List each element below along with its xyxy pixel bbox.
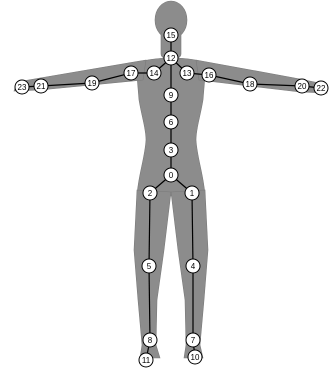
joint-15: 15 — [164, 28, 178, 42]
joint-16: 16 — [202, 68, 216, 82]
joint-20: 20 — [295, 79, 309, 93]
joint-label-11: 11 — [142, 356, 151, 365]
joint-1: 1 — [185, 186, 199, 200]
joint-label-9: 9 — [169, 91, 174, 100]
joint-2: 2 — [143, 186, 157, 200]
joint-10: 10 — [188, 350, 202, 364]
joint-13: 13 — [180, 66, 194, 80]
joint-label-5: 5 — [147, 262, 152, 271]
joint-6: 6 — [164, 115, 178, 129]
joint-label-4: 4 — [191, 262, 196, 271]
joint-7: 7 — [186, 333, 200, 347]
joint-label-12: 12 — [167, 54, 176, 63]
joint-19: 19 — [85, 76, 99, 90]
joint-8: 8 — [143, 333, 157, 347]
joint-label-22: 22 — [317, 84, 326, 93]
joint-label-23: 23 — [18, 83, 27, 92]
joint-14: 14 — [147, 66, 161, 80]
joint-label-1: 1 — [190, 189, 195, 198]
joint-label-13: 13 — [183, 69, 192, 78]
joint-21: 21 — [34, 79, 48, 93]
joint-0: 0 — [164, 168, 178, 182]
joint-label-15: 15 — [167, 31, 176, 40]
joint-18: 18 — [243, 77, 257, 91]
joint-17: 17 — [124, 66, 138, 80]
joint-11: 11 — [139, 353, 153, 367]
joint-22: 22 — [314, 81, 328, 95]
joint-label-0: 0 — [169, 171, 174, 180]
joint-9: 9 — [164, 88, 178, 102]
joint-12: 12 — [164, 51, 178, 65]
left-side-leg-shape — [134, 190, 171, 358]
joint-label-16: 16 — [205, 71, 214, 80]
joint-label-6: 6 — [169, 118, 174, 127]
joint-label-19: 19 — [88, 79, 97, 88]
joint-label-3: 3 — [169, 146, 174, 155]
joint-23: 23 — [15, 80, 29, 94]
joint-label-10: 10 — [191, 353, 200, 362]
joint-label-8: 8 — [148, 336, 153, 345]
joint-label-17: 17 — [127, 69, 136, 78]
joint-label-18: 18 — [246, 80, 255, 89]
joint-5: 5 — [142, 259, 156, 273]
joint-3: 3 — [164, 143, 178, 157]
joint-label-2: 2 — [148, 189, 153, 198]
joint-label-20: 20 — [298, 82, 307, 91]
joint-label-14: 14 — [150, 69, 159, 78]
joint-label-7: 7 — [191, 336, 196, 345]
joint-4: 4 — [186, 259, 200, 273]
right-side-leg-shape — [171, 190, 208, 358]
joint-label-21: 21 — [37, 82, 46, 91]
